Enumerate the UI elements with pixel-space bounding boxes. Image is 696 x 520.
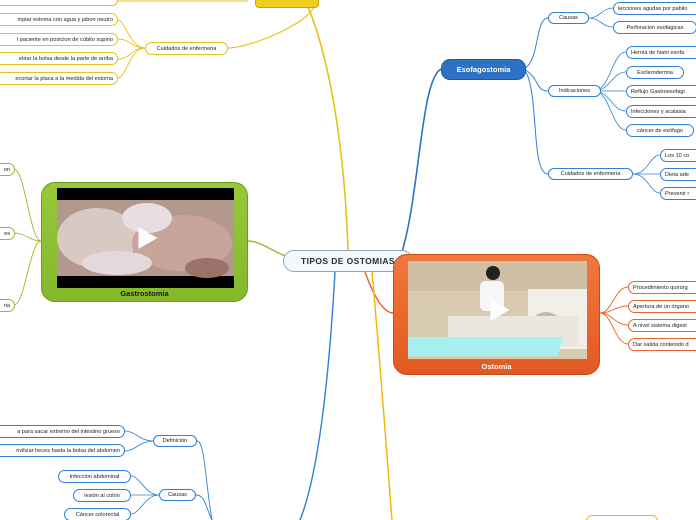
esof-indicaciones-item-2[interactable]: Reflujo Gastroesofagi bbox=[626, 85, 696, 98]
causas-item-1[interactable]: lesión al colon bbox=[73, 489, 131, 502]
top-branch-item-3[interactable]: etirar la bolsa desde la parte de arriba bbox=[0, 52, 118, 65]
top-branch-cuidados[interactable]: Cuidados de enfermeria bbox=[145, 42, 228, 55]
top-branch-item-1[interactable]: mpiar estoma con agua y jabon neutro bbox=[0, 13, 118, 26]
esof-cuidados[interactable]: Cuidados de enfermeria bbox=[548, 168, 633, 180]
esof-indicaciones-item-0[interactable]: Hernia de hiato esofa bbox=[626, 46, 696, 59]
top-branch-node[interactable] bbox=[255, 0, 319, 8]
ostomia-item-1[interactable]: Apertura de un órgano bbox=[628, 300, 696, 313]
gastrostomia-card[interactable]: Gastrostomia bbox=[41, 182, 248, 302]
esof-indicaciones-item-1[interactable]: Esclerodermia bbox=[626, 66, 684, 79]
ostomia-item-3[interactable]: Dar salida contenido d bbox=[628, 338, 696, 351]
esofagostomia-node[interactable]: Esofagostomia bbox=[441, 59, 526, 80]
gastro-side-item-1[interactable]: es bbox=[0, 227, 15, 240]
top-branch-item-2[interactable]: l paciente en posicion de cúbito supino bbox=[0, 33, 118, 46]
esof-causas[interactable]: Causas bbox=[548, 12, 589, 24]
gastro-side-item-0[interactable]: on bbox=[0, 163, 15, 176]
gastrostomia-video[interactable] bbox=[57, 188, 234, 288]
bottom-gold-node[interactable] bbox=[586, 515, 658, 520]
causas-item-2[interactable]: Cáncer colorectal bbox=[64, 508, 131, 520]
esof-causas-item-0[interactable]: lecciones agudas por pabilo bbox=[613, 2, 696, 15]
ostomia-video[interactable] bbox=[408, 261, 587, 359]
ostomia-card[interactable]: Ostomia bbox=[393, 254, 600, 375]
top-branch-item-4[interactable]: ecortar la placa a la medida del estoma bbox=[0, 72, 118, 85]
def-item-1[interactable]: ovilizar heces hasta la bolsa del abdome… bbox=[0, 444, 125, 457]
esof-cuidados-item-2[interactable]: Prevenir r bbox=[660, 187, 696, 200]
esof-cuidados-item-1[interactable]: Dieta ade bbox=[660, 168, 696, 181]
esof-indicaciones-item-3[interactable]: Infecciones y acalasia bbox=[626, 105, 696, 118]
ostomia-item-2[interactable]: A nivel sistema digest bbox=[628, 319, 696, 332]
ostomia-item-0[interactable]: Procedimiento quirúrg bbox=[628, 281, 696, 294]
esof-cuidados-item-0[interactable]: Los 10 co bbox=[660, 149, 696, 162]
esof-indicaciones[interactable]: Indicaciones bbox=[548, 85, 601, 97]
esof-causas-item-1[interactable]: Perforacion esofagicas bbox=[613, 21, 696, 34]
def-node[interactable]: Definición bbox=[153, 435, 197, 447]
top-branch-item-0[interactable] bbox=[0, 0, 118, 6]
causas-node[interactable]: Causas bbox=[159, 489, 196, 501]
gastro-side-item-2[interactable]: ria bbox=[0, 299, 15, 312]
esof-indicaciones-item-4[interactable]: cáncer de esófago bbox=[626, 124, 694, 137]
play-icon[interactable] bbox=[137, 227, 157, 249]
def-item-0[interactable]: a para sacar extremo del intestino grues… bbox=[0, 425, 125, 438]
play-icon[interactable] bbox=[489, 299, 509, 321]
ostomia-title: Ostomia bbox=[481, 362, 512, 371]
causas-item-0[interactable]: Infeccion abdominal bbox=[58, 470, 131, 483]
gastrostomia-title: Gastrostomia bbox=[120, 289, 169, 298]
